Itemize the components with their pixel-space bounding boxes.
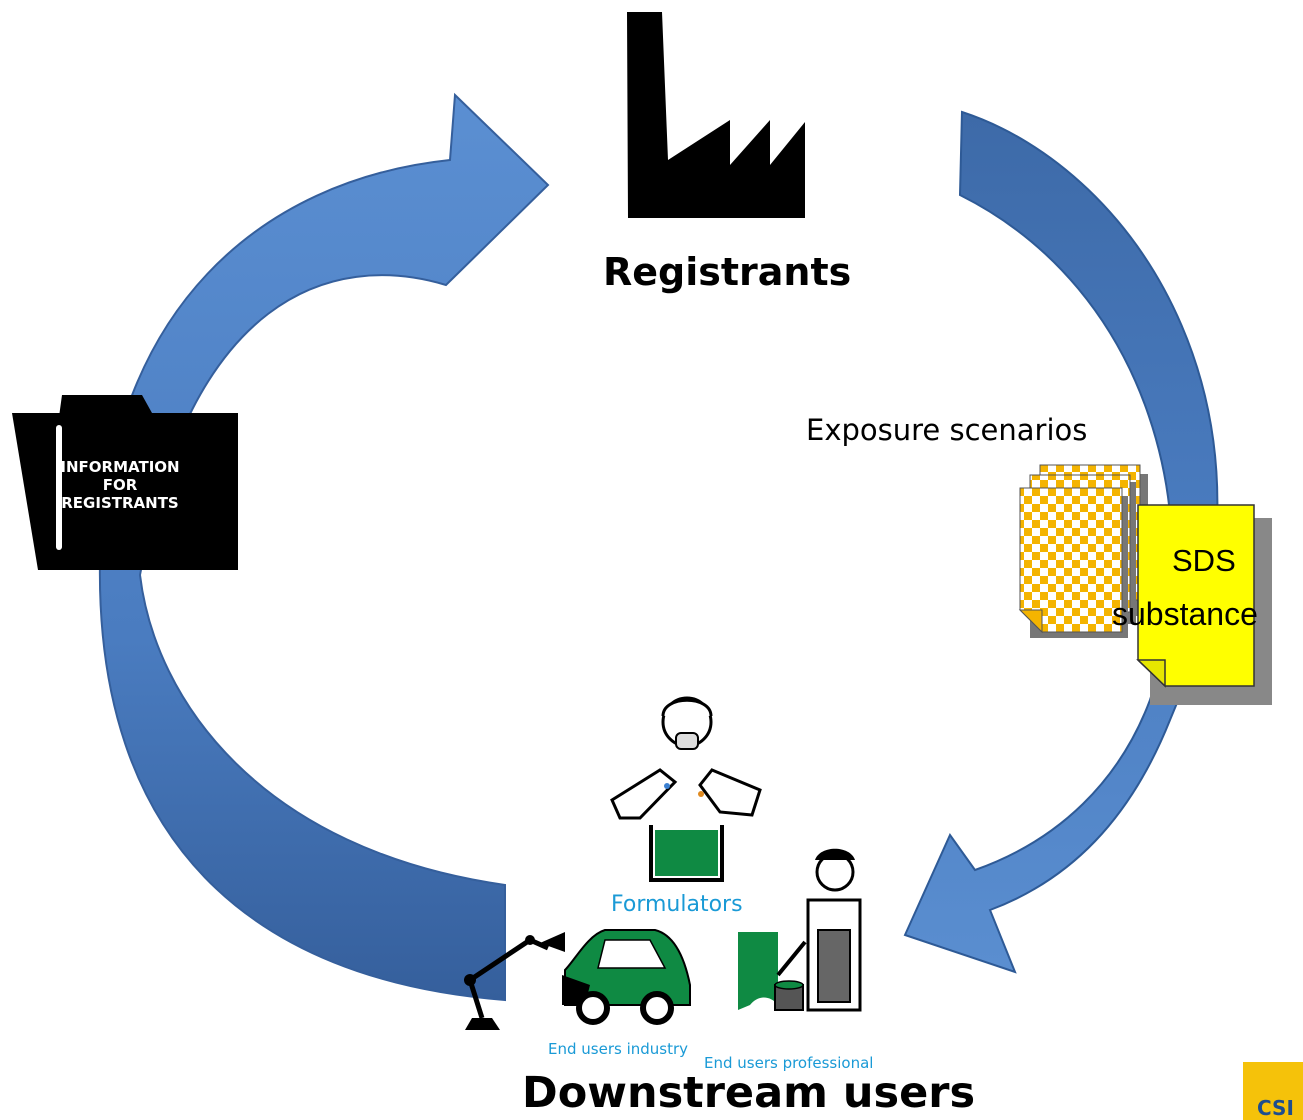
robot-arm-car-icon <box>464 929 691 1030</box>
folder-label-line-3: REGISTRANTS <box>61 494 179 512</box>
end-users-professional-label: End users professional <box>704 1054 874 1072</box>
worker-mixing-icon <box>610 696 762 882</box>
registrants-label: Registrants <box>603 250 852 294</box>
arrow-to-downstream <box>903 110 1219 974</box>
logo-badge: CSI <box>1243 1062 1303 1120</box>
folder-label-line-2: FOR <box>102 476 138 494</box>
sds-label: SDS <box>1172 543 1236 578</box>
exposure-scenarios-stack <box>1018 464 1148 638</box>
folder-icon <box>12 395 238 570</box>
formulators-label: Formulators <box>611 892 743 917</box>
downstream-users-label: Downstream users <box>522 1068 976 1118</box>
exposure-scenarios-label: Exposure scenarios <box>806 413 1088 447</box>
painter-icon <box>738 848 862 1012</box>
end-users-industry-label: End users industry <box>548 1040 689 1058</box>
folder-label-line-1: INFORMATION <box>60 458 180 476</box>
folder-label: INFORMATION FOR REGISTRANTS <box>60 458 180 512</box>
sds-sheet <box>1136 504 1272 705</box>
logo-text: CSI <box>1257 1096 1294 1120</box>
substance-label: substance <box>1112 596 1258 632</box>
factory-icon <box>627 12 805 218</box>
